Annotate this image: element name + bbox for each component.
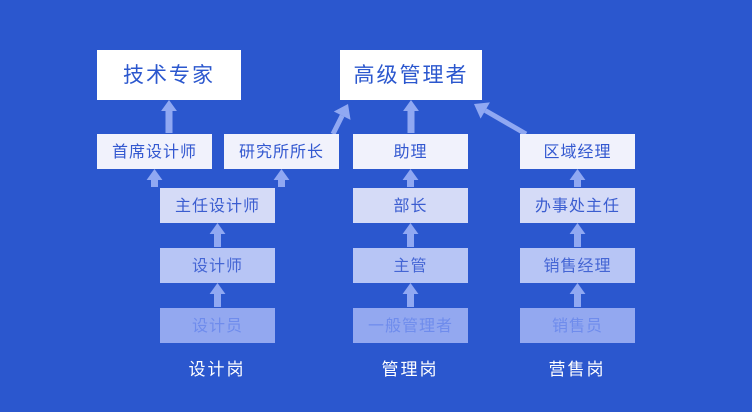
node-department-head[interactable]: 部长	[353, 188, 468, 223]
arrow-salesperson-to-sales-manager	[569, 283, 586, 307]
node-institute-director[interactable]: 研究所所长	[224, 134, 339, 169]
node-label: 销售经理	[543, 255, 612, 275]
node-label: 设计师	[191, 255, 243, 275]
node-label: 办事处主任	[534, 195, 620, 215]
node-assistant[interactable]: 助理	[353, 134, 468, 169]
node-office-director[interactable]: 办事处主任	[520, 188, 635, 223]
node-label: 设计员	[191, 315, 243, 335]
arrow-sales-manager-to-office-director	[569, 223, 586, 247]
arrow-general-manager-to-supervisor	[402, 283, 419, 307]
node-label: 销售员	[551, 315, 603, 335]
node-label: 区域经理	[543, 141, 612, 161]
node-label: 助理	[393, 141, 428, 161]
arrow-regional-manager-to-senior-manager	[474, 102, 528, 137]
node-label: 研究所所长	[238, 141, 324, 161]
node-senior-manager[interactable]: 高级管理者	[340, 50, 482, 100]
arrow-designer-to-lead-designer	[209, 223, 226, 247]
node-label: 首席设计师	[111, 141, 197, 161]
node-label: 主任设计师	[174, 195, 260, 215]
arrow-department-head-to-assistant	[402, 169, 419, 187]
node-regional-manager[interactable]: 区域经理	[520, 134, 635, 169]
node-general-manager[interactable]: 一般管理者	[353, 308, 468, 343]
node-tech-expert[interactable]: 技术专家	[97, 50, 241, 100]
arrow-office-director-to-regional-manager	[569, 169, 586, 187]
arrow-junior-designer-to-designer	[209, 283, 226, 307]
node-label: 技术专家	[123, 62, 215, 87]
node-label: 高级管理者	[353, 62, 469, 87]
arrow-lead-designer-to-chief-designer	[146, 169, 163, 187]
column-caption-design-track: 设计岗	[188, 360, 246, 380]
node-salesperson[interactable]: 销售员	[520, 308, 635, 343]
node-supervisor[interactable]: 主管	[353, 248, 468, 283]
node-designer[interactable]: 设计师	[160, 248, 275, 283]
column-caption-management-track: 管理岗	[381, 360, 439, 380]
node-label: 一般管理者	[367, 315, 453, 335]
column-caption-sales-track: 营售岗	[548, 360, 606, 380]
arrow-lead-designer-to-institute-director	[273, 169, 290, 187]
node-label: 主管	[393, 255, 428, 275]
arrow-assistant-to-senior-manager	[403, 100, 419, 133]
node-junior-designer[interactable]: 设计员	[160, 308, 275, 343]
node-sales-manager[interactable]: 销售经理	[520, 248, 635, 283]
arrow-chief-designer-to-tech-expert	[161, 100, 177, 133]
arrow-supervisor-to-department-head	[402, 223, 419, 247]
node-lead-designer[interactable]: 主任设计师	[160, 188, 275, 223]
node-label: 部长	[393, 195, 428, 215]
node-chief-designer[interactable]: 首席设计师	[97, 134, 212, 169]
arrow-institute-director-to-senior-manager	[330, 104, 351, 136]
